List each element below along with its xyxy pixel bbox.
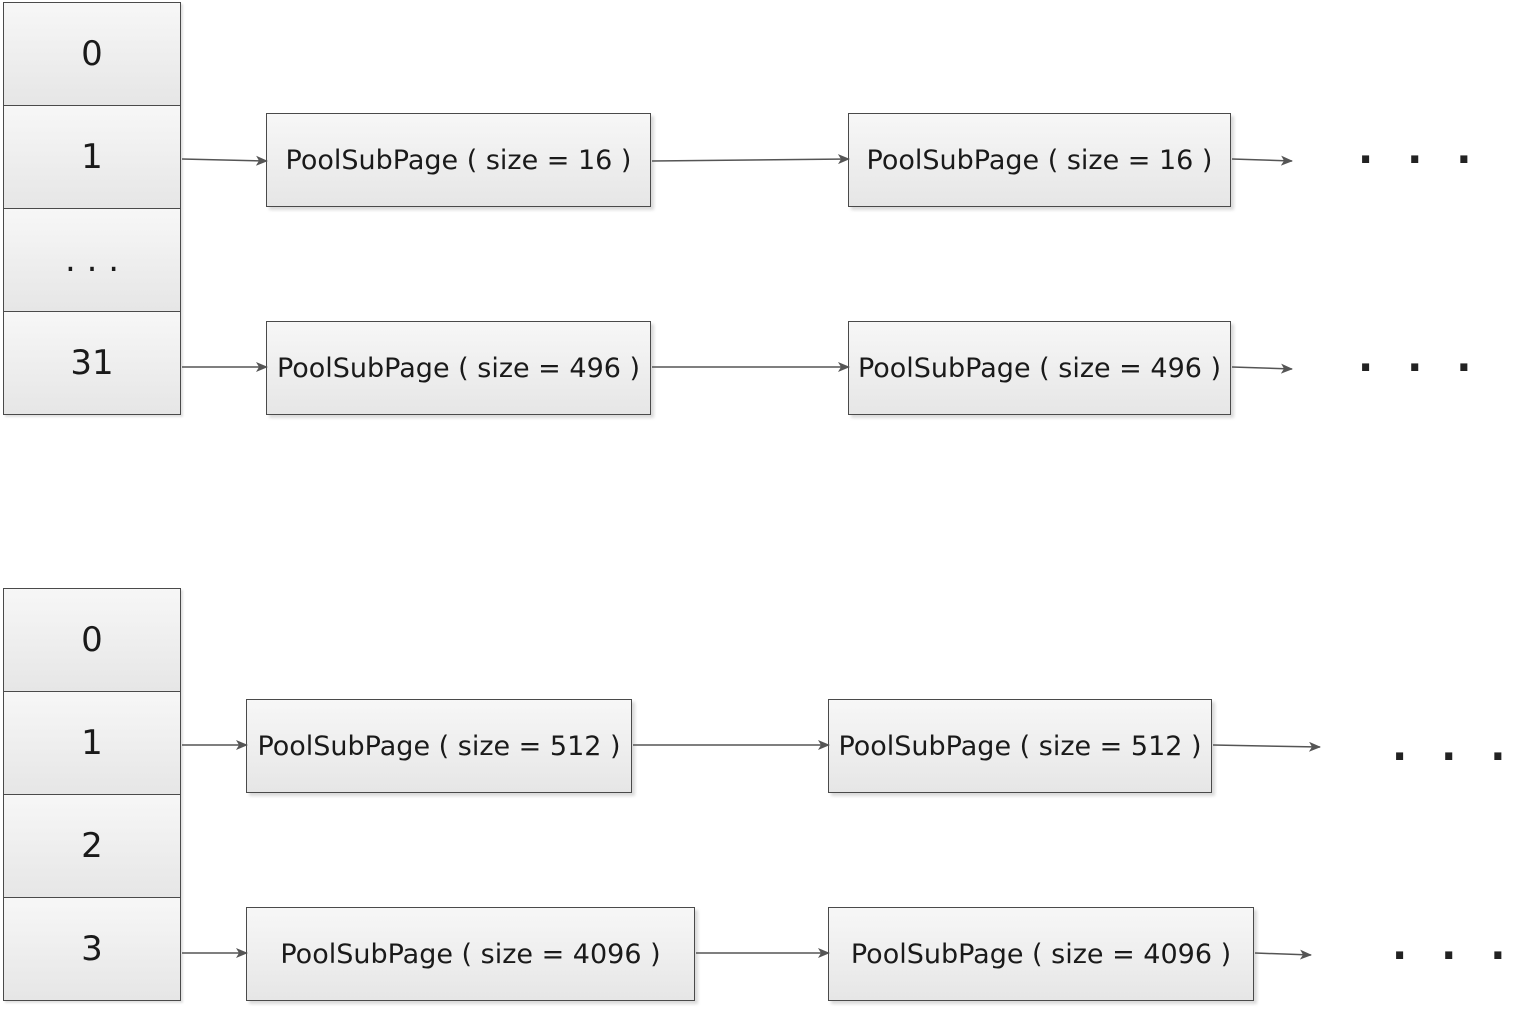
subpage-node: PoolSubPage ( size = 496 ) bbox=[266, 321, 651, 415]
bottom-array-slot-0: 0 bbox=[3, 588, 181, 692]
subpage-node: PoolSubPage ( size = 496 ) bbox=[848, 321, 1231, 415]
bottom-array-slot-2: 2 bbox=[3, 795, 181, 898]
arrow-link bbox=[651, 154, 850, 165]
arrow-link bbox=[181, 155, 268, 166]
arrow-link bbox=[1212, 741, 1321, 752]
subpage-node: PoolSubPage ( size = 512 ) bbox=[246, 699, 632, 793]
top-array-slot-31: 31 bbox=[3, 312, 181, 415]
bottom-array-slot-1: 1 bbox=[3, 692, 181, 795]
subpage-node: PoolSubPage ( size = 16 ) bbox=[266, 113, 651, 207]
bottom-array: 0 1 2 3 bbox=[3, 588, 181, 1001]
top-array-slot-0: 0 bbox=[3, 2, 181, 106]
top-array: 0 1 . . . 31 bbox=[3, 2, 181, 415]
continuation-ellipsis: . . . bbox=[1392, 724, 1516, 770]
continuation-ellipsis: . . . bbox=[1392, 923, 1516, 969]
arrow-link bbox=[1254, 949, 1312, 960]
arrow-link bbox=[1231, 363, 1293, 374]
top-array-slot-ellipsis: . . . bbox=[3, 209, 181, 312]
subpage-node: PoolSubPage ( size = 512 ) bbox=[828, 699, 1212, 793]
subpage-node: PoolSubPage ( size = 4096 ) bbox=[246, 907, 695, 1001]
continuation-ellipsis: . . . bbox=[1358, 127, 1482, 173]
subpage-node: PoolSubPage ( size = 4096 ) bbox=[828, 907, 1254, 1001]
continuation-ellipsis: . . . bbox=[1358, 335, 1482, 381]
bottom-array-slot-3: 3 bbox=[3, 898, 181, 1001]
arrow-link bbox=[1231, 155, 1293, 166]
top-array-slot-1: 1 bbox=[3, 106, 181, 209]
